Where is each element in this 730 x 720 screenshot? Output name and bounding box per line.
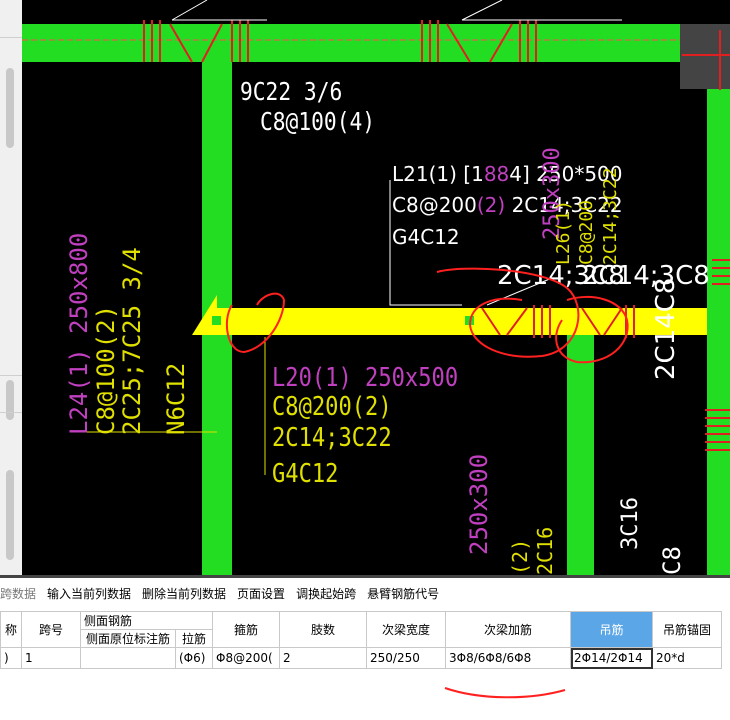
toolbar-page-setup[interactable]: 页面设置 xyxy=(237,586,286,601)
bottom-white-c8[interactable]: C8 xyxy=(658,546,686,575)
cell-width[interactable]: 250/250 xyxy=(366,647,446,669)
beam-table: 称 跨号 侧面钢筋 箍筋 肢数 次梁宽度 次梁加筋 吊筋 吊筋锚固 侧面原位标注… xyxy=(0,611,722,669)
l21-line-1[interactable]: L21(1) [1884] 250*500 xyxy=(392,162,623,186)
header-name: 称 xyxy=(0,611,22,648)
cell-tie[interactable]: (Φ6) xyxy=(175,647,213,669)
vertical-yellow-top-2[interactable]: C8@200 xyxy=(576,200,597,265)
cell-side-label[interactable] xyxy=(80,647,176,669)
l20-line-3[interactable]: 2C14;3C22 xyxy=(272,422,392,452)
cell-legs[interactable]: 2 xyxy=(279,647,367,669)
bottom-panel: 跨数据 输入当前列数据 删除当前列数据 页面设置 调换起始跨 悬臂钢筋代号 称 … xyxy=(0,575,730,720)
diag-overlap-text[interactable]: 2C14;3C8 xyxy=(497,261,625,291)
right-vertical-big[interactable]: 2C14C8 xyxy=(651,278,681,380)
cad-canvas[interactable]: 9C22 3/6 C8@100(4) L21(1) [1884] 250*500… xyxy=(22,0,730,575)
rebar-marks-top xyxy=(143,20,537,63)
panel-scrollbar[interactable] xyxy=(6,380,14,420)
left-beam-line-1[interactable]: L24(1) 250x800 xyxy=(65,233,93,435)
vertical-yellow-top-3[interactable]: 2C14;3C22 xyxy=(600,167,621,265)
l21-line-3[interactable]: G4C12 xyxy=(392,225,460,249)
cell-hanger[interactable]: 2Φ14/2Φ14 xyxy=(570,647,653,669)
top-beam-text-2[interactable]: C8@100(4) xyxy=(260,107,375,136)
l20-line-1[interactable]: L20(1) 250x500 xyxy=(272,362,458,392)
toolbar-span-data[interactable]: 跨数据 xyxy=(0,586,37,601)
header-tie: 拉筋 xyxy=(175,629,213,648)
vertical-magenta-bottom[interactable]: 250x300 xyxy=(465,454,493,555)
table-toolbar: 跨数据 输入当前列数据 删除当前列数据 页面设置 调换起始跨 悬臂钢筋代号 xyxy=(0,578,730,608)
vertical-magenta-top[interactable]: 250x300 xyxy=(540,147,565,240)
l20-line-4[interactable]: G4C12 xyxy=(272,458,338,488)
header-add-bar: 次梁加筋 xyxy=(445,611,571,648)
header-hanger-anchor: 吊筋锚固 xyxy=(652,611,722,648)
toolbar-cantilever-code[interactable]: 悬臂钢筋代号 xyxy=(367,586,440,601)
rebar-marks-right xyxy=(682,30,730,451)
header-span: 跨号 xyxy=(21,611,81,648)
cell-add-bar[interactable]: 3Φ8/6Φ8/6Φ8 xyxy=(445,647,571,669)
diag-overlap-text-2[interactable]: 2C14;3C8 xyxy=(582,261,710,291)
header-legs: 肢数 xyxy=(279,611,367,648)
left-beam-line-4[interactable]: N6C12 xyxy=(162,363,190,435)
header-stirrup: 箍筋 xyxy=(212,611,280,648)
red-underline xyxy=(444,687,566,699)
top-beam-text-1[interactable]: 9C22 3/6 xyxy=(240,77,342,106)
top-right-box xyxy=(680,24,730,89)
vertical-yellow-top-1[interactable]: L26(1) xyxy=(553,200,574,265)
rebar-marks-yellow xyxy=(481,305,635,338)
vertical-yellow-bottom[interactable]: (2) xyxy=(508,539,532,575)
toolbar-swap-span[interactable]: 调换起始跨 xyxy=(296,586,357,601)
panel-divider xyxy=(0,375,22,376)
header-hanger[interactable]: 吊筋 xyxy=(570,611,653,648)
toolbar-delete-column[interactable]: 删除当前列数据 xyxy=(142,586,227,601)
vertical-3c16[interactable]: 3C16 xyxy=(618,497,643,550)
panel-scrollbar[interactable] xyxy=(6,68,14,148)
left-panel xyxy=(0,0,22,575)
l20-line-2[interactable]: C8@200(2) xyxy=(272,391,392,421)
cell-stirrup[interactable]: Φ8@200( xyxy=(212,647,280,669)
toolbar-input-column[interactable]: 输入当前列数据 xyxy=(47,586,132,601)
panel-scrollbar[interactable] xyxy=(6,470,14,560)
panel-divider xyxy=(0,412,22,413)
header-side-group: 侧面钢筋 xyxy=(80,611,213,630)
red-annotations xyxy=(225,267,629,364)
panel-divider xyxy=(0,37,22,38)
cell-span[interactable]: 1 xyxy=(21,647,81,669)
cell-name[interactable]: ) xyxy=(0,647,22,669)
cell-hanger-anchor[interactable]: 20*d xyxy=(652,647,722,669)
column-mid[interactable] xyxy=(567,335,594,575)
header-width: 次梁宽度 xyxy=(366,611,446,648)
left-beam-line-2[interactable]: C8@100(2) xyxy=(92,305,120,435)
top-beam[interactable] xyxy=(22,24,712,62)
header-side-label: 侧面原位标注筋 xyxy=(80,629,176,648)
left-beam-line-3[interactable]: 2C25;7C25 3/4 xyxy=(118,247,146,435)
vertical-yellow-bottom-2[interactable]: 2C16 xyxy=(533,527,557,575)
l21-line-2[interactable]: C8@200(2) 2C14;3C22 xyxy=(392,193,623,217)
